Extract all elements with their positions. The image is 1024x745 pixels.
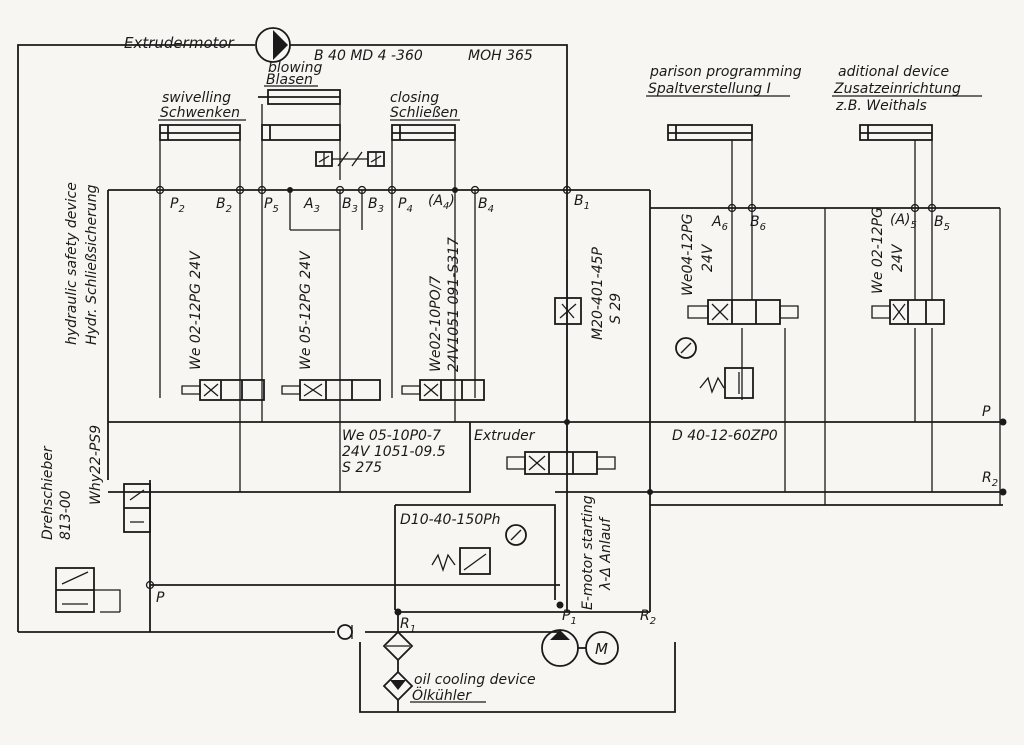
valve-blow-label: We 05-12PG 24V xyxy=(298,250,314,370)
port-p-right: P xyxy=(982,404,991,420)
port-r1: R1 xyxy=(400,616,416,635)
port-p-left: P xyxy=(156,590,165,606)
d40-label: D 40-12-60ZP0 xyxy=(672,428,778,444)
drehschieber-code-label: 813-00 xyxy=(58,490,74,540)
safety-en-label: hydraulic safety device xyxy=(64,182,80,345)
text-labels: Extrudermotor B 40 MD 4 -360 MOH 365 swi… xyxy=(40,34,961,704)
port-a4: (A4) xyxy=(428,193,455,212)
emotor-label-2: λ-Δ Anlauf xyxy=(598,516,614,591)
valve-mid-label-1: We 05-10P0-7 xyxy=(342,428,441,444)
emotor-label-1: E-motor starting xyxy=(580,495,596,610)
additional-de-label: Zusatzeinrichtung xyxy=(833,81,961,97)
parison-de-label: Spaltverstellung I xyxy=(648,81,771,97)
valve-close-label-2: 24V1051 091-S317 xyxy=(446,237,462,372)
port-r2-right: R2 xyxy=(982,470,998,489)
port-b4: B4 xyxy=(478,196,494,215)
junction-dots xyxy=(145,185,1007,616)
check-valves-blowing xyxy=(315,151,385,167)
valve-additional xyxy=(871,299,945,325)
why-label: Why22-PS9 xyxy=(88,425,104,505)
valve-close-label-1: We02-10PO/7 xyxy=(428,276,444,372)
port-p2: P2 xyxy=(170,196,185,215)
cylinder-parison xyxy=(667,124,753,141)
extrudermotor-label: Extrudermotor xyxy=(124,34,235,52)
cylinder-swivelling xyxy=(159,124,241,141)
valve-mid-label-2: 24V 1051-09.5 xyxy=(342,444,446,460)
d10-label: D10-40-150Ph xyxy=(400,512,501,528)
port-b6: B6 xyxy=(750,214,766,233)
blowing-de-label: Blasen xyxy=(266,72,313,88)
parison-en-label: parison programming xyxy=(649,64,802,80)
valve-extruder xyxy=(506,451,616,475)
valve-swivel-label: We 02-12PG 24V xyxy=(188,250,204,370)
valve-blowing xyxy=(281,379,381,401)
extruder-motor xyxy=(255,27,291,63)
cylinder-blowing xyxy=(258,89,341,141)
safety-de-label: Hydr. Schließsicherung xyxy=(84,184,100,345)
port-p4: P4 xyxy=(398,196,413,215)
flow-valve-m20 xyxy=(554,297,582,325)
valve-additional-label-2: 24V xyxy=(890,243,906,272)
valve-swivelling xyxy=(181,379,265,401)
port-a6: A6 xyxy=(711,214,728,233)
m20-label-2: S 29 xyxy=(608,293,624,324)
valve-closing xyxy=(401,379,485,401)
port-labels: P2 B2 P5 A3 B3 B3 P4 (A4) B4 B1 A6 B6 (A… xyxy=(156,193,998,635)
check-valve-bottom xyxy=(337,624,353,640)
drehschieber-label: Drehschieber xyxy=(40,445,56,540)
main-lines xyxy=(17,44,1003,713)
valve-mid-label-3: S 275 xyxy=(342,460,382,476)
valve-additional-label-1: We 02-12PG xyxy=(870,207,886,294)
port-p1: P1 xyxy=(562,608,577,627)
drehschieber-valve xyxy=(55,483,151,613)
port-b1: B1 xyxy=(574,193,590,212)
port-a3: A3 xyxy=(303,196,320,215)
additional-en-label: aditional device xyxy=(838,64,949,80)
swivelling-en-label: swivelling xyxy=(162,90,231,106)
port-p5: P5 xyxy=(264,196,279,215)
swivelling-de-label: Schwenken xyxy=(160,105,240,121)
port-b3-b: B3 xyxy=(368,196,384,215)
motor-code-label: B 40 MD 4 -360 xyxy=(314,48,423,64)
pump-motor xyxy=(541,629,619,667)
closing-en-label: closing xyxy=(390,90,439,106)
motor-symbol-label: M xyxy=(595,640,608,658)
oil-de-label: Ölkühler xyxy=(412,686,472,704)
closing-de-label: Schließen xyxy=(390,105,458,121)
valve-parison xyxy=(687,299,799,325)
additional-example-label: z.B. Weithals xyxy=(835,98,927,114)
port-b5: B5 xyxy=(934,214,950,233)
cylinder-additional xyxy=(859,124,933,141)
blowing-en-label: blowing xyxy=(268,60,323,76)
extruder-label: Extruder xyxy=(474,428,536,444)
port-b2: B2 xyxy=(216,196,232,215)
port-a5: (A)5 xyxy=(890,212,917,231)
valve-parison-label-1: We04-12PG xyxy=(680,213,696,296)
heading-underlines xyxy=(158,85,982,703)
port-r2-bottom: R2 xyxy=(640,608,656,627)
m20-label-1: M20-401-45P xyxy=(590,246,606,340)
pressure-valve-parison xyxy=(675,337,754,399)
pressure-valve-d10 xyxy=(431,524,527,575)
port-b3-a: B3 xyxy=(342,196,358,215)
cylinder-closing xyxy=(391,124,456,141)
moh-label: MOH 365 xyxy=(468,48,533,64)
oil-en-label: oil cooling device xyxy=(414,672,536,688)
valve-parison-label-2: 24V xyxy=(700,243,716,272)
